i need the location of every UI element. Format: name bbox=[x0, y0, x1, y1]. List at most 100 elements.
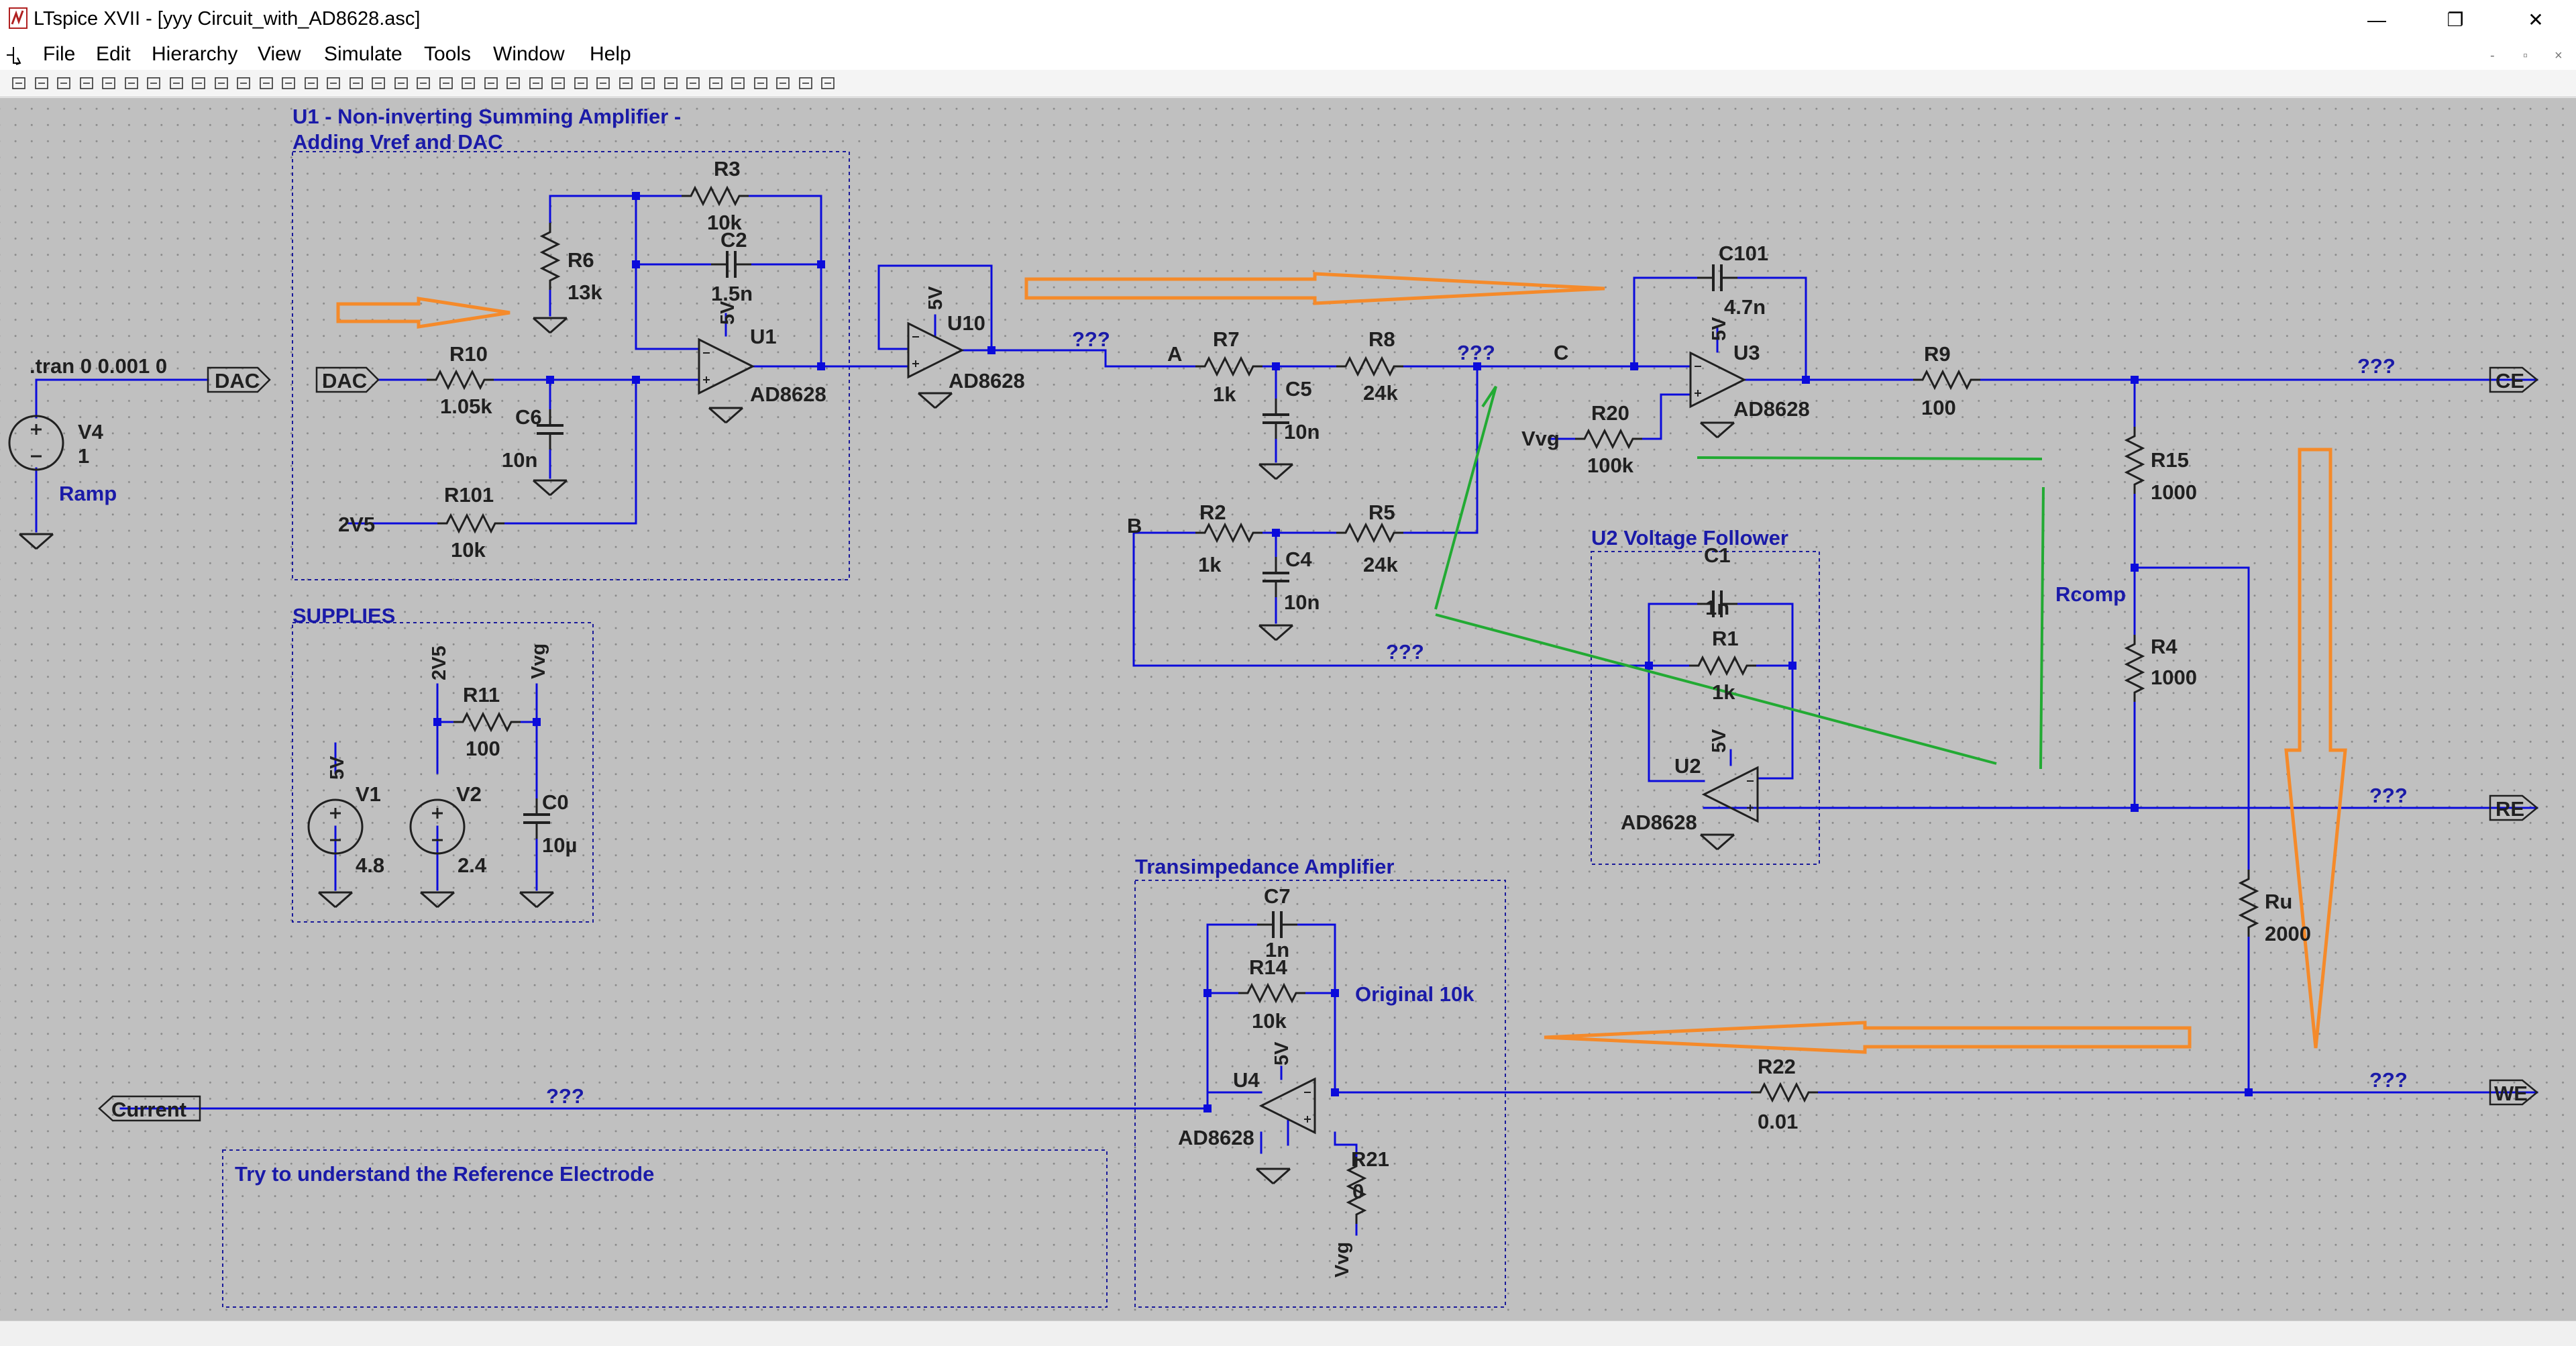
cascade-icon[interactable] bbox=[303, 75, 319, 91]
schematic-canvas[interactable]: U1 - Non-inverting Summing Amplifier - A… bbox=[0, 98, 2576, 1321]
redo-icon[interactable] bbox=[730, 75, 746, 91]
halt-icon[interactable] bbox=[34, 75, 50, 91]
r2-name: R2 bbox=[1199, 501, 1226, 524]
close-button[interactable]: ✕ bbox=[2528, 9, 2544, 30]
current-port: Current bbox=[111, 1098, 186, 1121]
v4-name: V4 bbox=[78, 420, 104, 444]
run-icon[interactable] bbox=[11, 75, 27, 91]
supplies-group-box bbox=[292, 622, 594, 923]
schematic-doc-icon[interactable] bbox=[4, 43, 24, 67]
r15-symbol bbox=[2125, 425, 2144, 495]
print-icon[interactable] bbox=[438, 75, 454, 91]
u10-value: AD8628 bbox=[949, 369, 1025, 393]
r22-value: 0.01 bbox=[1758, 1110, 1798, 1133]
c2-name: C2 bbox=[720, 228, 747, 252]
r1-name: R1 bbox=[1712, 627, 1739, 650]
control-panel-icon[interactable] bbox=[78, 75, 95, 91]
menu-simulate[interactable]: Simulate bbox=[324, 43, 402, 65]
r6-symbol bbox=[541, 221, 559, 291]
text-icon[interactable] bbox=[798, 75, 814, 91]
r9-symbol bbox=[1912, 370, 1982, 389]
diode-icon[interactable] bbox=[618, 75, 634, 91]
minimize-button[interactable]: — bbox=[2367, 9, 2386, 30]
paste-icon[interactable] bbox=[393, 75, 409, 91]
v2-value: 2.4 bbox=[458, 853, 487, 877]
c4-name: C4 bbox=[1285, 548, 1312, 571]
r22-name: R22 bbox=[1758, 1055, 1796, 1078]
zoom-in-icon[interactable] bbox=[146, 75, 162, 91]
c2-symbol bbox=[710, 250, 753, 279]
green-arrow bbox=[1434, 385, 1497, 610]
net-q-r8: ??? bbox=[1457, 341, 1495, 364]
tran-directive[interactable]: .tran 0 0.001 0 bbox=[30, 354, 167, 378]
net-q-re: ??? bbox=[2369, 784, 2408, 807]
zoom-extents-icon[interactable] bbox=[213, 75, 229, 91]
net-a: A bbox=[1167, 342, 1182, 366]
menu-tools[interactable]: Tools bbox=[424, 43, 472, 65]
zoom-fit-icon[interactable] bbox=[191, 75, 207, 91]
r6-value: 13k bbox=[568, 280, 602, 304]
green-line-3 bbox=[2039, 486, 2045, 770]
v1-name: V1 bbox=[356, 782, 381, 806]
net-2v5-supply: 2V5 bbox=[429, 645, 450, 680]
menu-hierarchy[interactable]: Hierarchy bbox=[152, 43, 238, 65]
cut-icon[interactable] bbox=[348, 75, 364, 91]
current-flag bbox=[98, 1095, 201, 1122]
c6-value: 10n bbox=[502, 448, 537, 472]
wire-icon[interactable] bbox=[483, 75, 499, 91]
r14-symbol bbox=[1237, 984, 1307, 1002]
r14-value: 10k bbox=[1252, 1009, 1287, 1033]
find-icon[interactable] bbox=[415, 75, 431, 91]
autorange-icon[interactable] bbox=[235, 75, 252, 91]
net-vvg-supply: Vvg bbox=[528, 643, 549, 679]
pick-visible-traces-icon[interactable] bbox=[101, 75, 117, 91]
move-icon[interactable] bbox=[663, 75, 679, 91]
mdi-restore-button[interactable]: ▫ bbox=[2523, 48, 2528, 63]
c7-name: C7 bbox=[1264, 884, 1291, 908]
copy-icon[interactable] bbox=[370, 75, 386, 91]
ground-icon[interactable] bbox=[505, 75, 521, 91]
dac-out-port: DAC bbox=[215, 369, 260, 393]
orange-arrow-3 bbox=[1544, 1021, 2192, 1054]
menu-file[interactable]: File bbox=[43, 43, 76, 65]
port-flags bbox=[98, 366, 2538, 1122]
restore-button[interactable]: ❐ bbox=[2447, 9, 2464, 30]
r11-value: 100 bbox=[466, 737, 500, 760]
label-net-icon[interactable] bbox=[528, 75, 544, 91]
r2-symbol bbox=[1194, 523, 1264, 542]
mdi-close-button[interactable]: × bbox=[2555, 48, 2563, 63]
spice-directive-icon[interactable] bbox=[820, 75, 836, 91]
pan-icon[interactable] bbox=[123, 75, 140, 91]
mirror-icon[interactable] bbox=[775, 75, 791, 91]
c7-symbol bbox=[1256, 910, 1299, 939]
r9-name: R9 bbox=[1924, 342, 1951, 366]
menu-window[interactable]: Window bbox=[493, 43, 565, 65]
rotate-icon[interactable] bbox=[753, 75, 769, 91]
menu-edit[interactable]: Edit bbox=[96, 43, 131, 65]
capacitor-icon[interactable] bbox=[573, 75, 589, 91]
menu-view[interactable]: View bbox=[258, 43, 301, 65]
net-b: B bbox=[1127, 514, 1142, 537]
rcomp-comment: Rcomp bbox=[2055, 582, 2126, 606]
u10-name: U10 bbox=[947, 311, 985, 335]
toolbar bbox=[0, 70, 2576, 97]
tile-horizontal-icon[interactable] bbox=[280, 75, 297, 91]
net-q-u10: ??? bbox=[1072, 327, 1110, 351]
original-10k-comment: Original 10k bbox=[1355, 982, 1474, 1006]
tile-vertical-icon[interactable] bbox=[258, 75, 274, 91]
menu-help[interactable]: Help bbox=[590, 43, 631, 65]
inductor-icon[interactable] bbox=[595, 75, 611, 91]
zoom-out-icon[interactable] bbox=[168, 75, 184, 91]
mdi-minimize-button[interactable]: - bbox=[2490, 48, 2495, 63]
dac-in-port: DAC bbox=[322, 369, 367, 393]
undo-icon[interactable] bbox=[708, 75, 724, 91]
drag-icon[interactable] bbox=[685, 75, 701, 91]
print-preview-icon[interactable] bbox=[460, 75, 476, 91]
save-icon[interactable] bbox=[56, 75, 72, 91]
ltspice-app-icon[interactable] bbox=[8, 7, 31, 31]
r10-name: R10 bbox=[449, 342, 488, 366]
r8-symbol bbox=[1335, 357, 1405, 376]
resistor-icon[interactable] bbox=[550, 75, 566, 91]
close-window-icon[interactable] bbox=[325, 75, 341, 91]
component-icon[interactable] bbox=[640, 75, 656, 91]
